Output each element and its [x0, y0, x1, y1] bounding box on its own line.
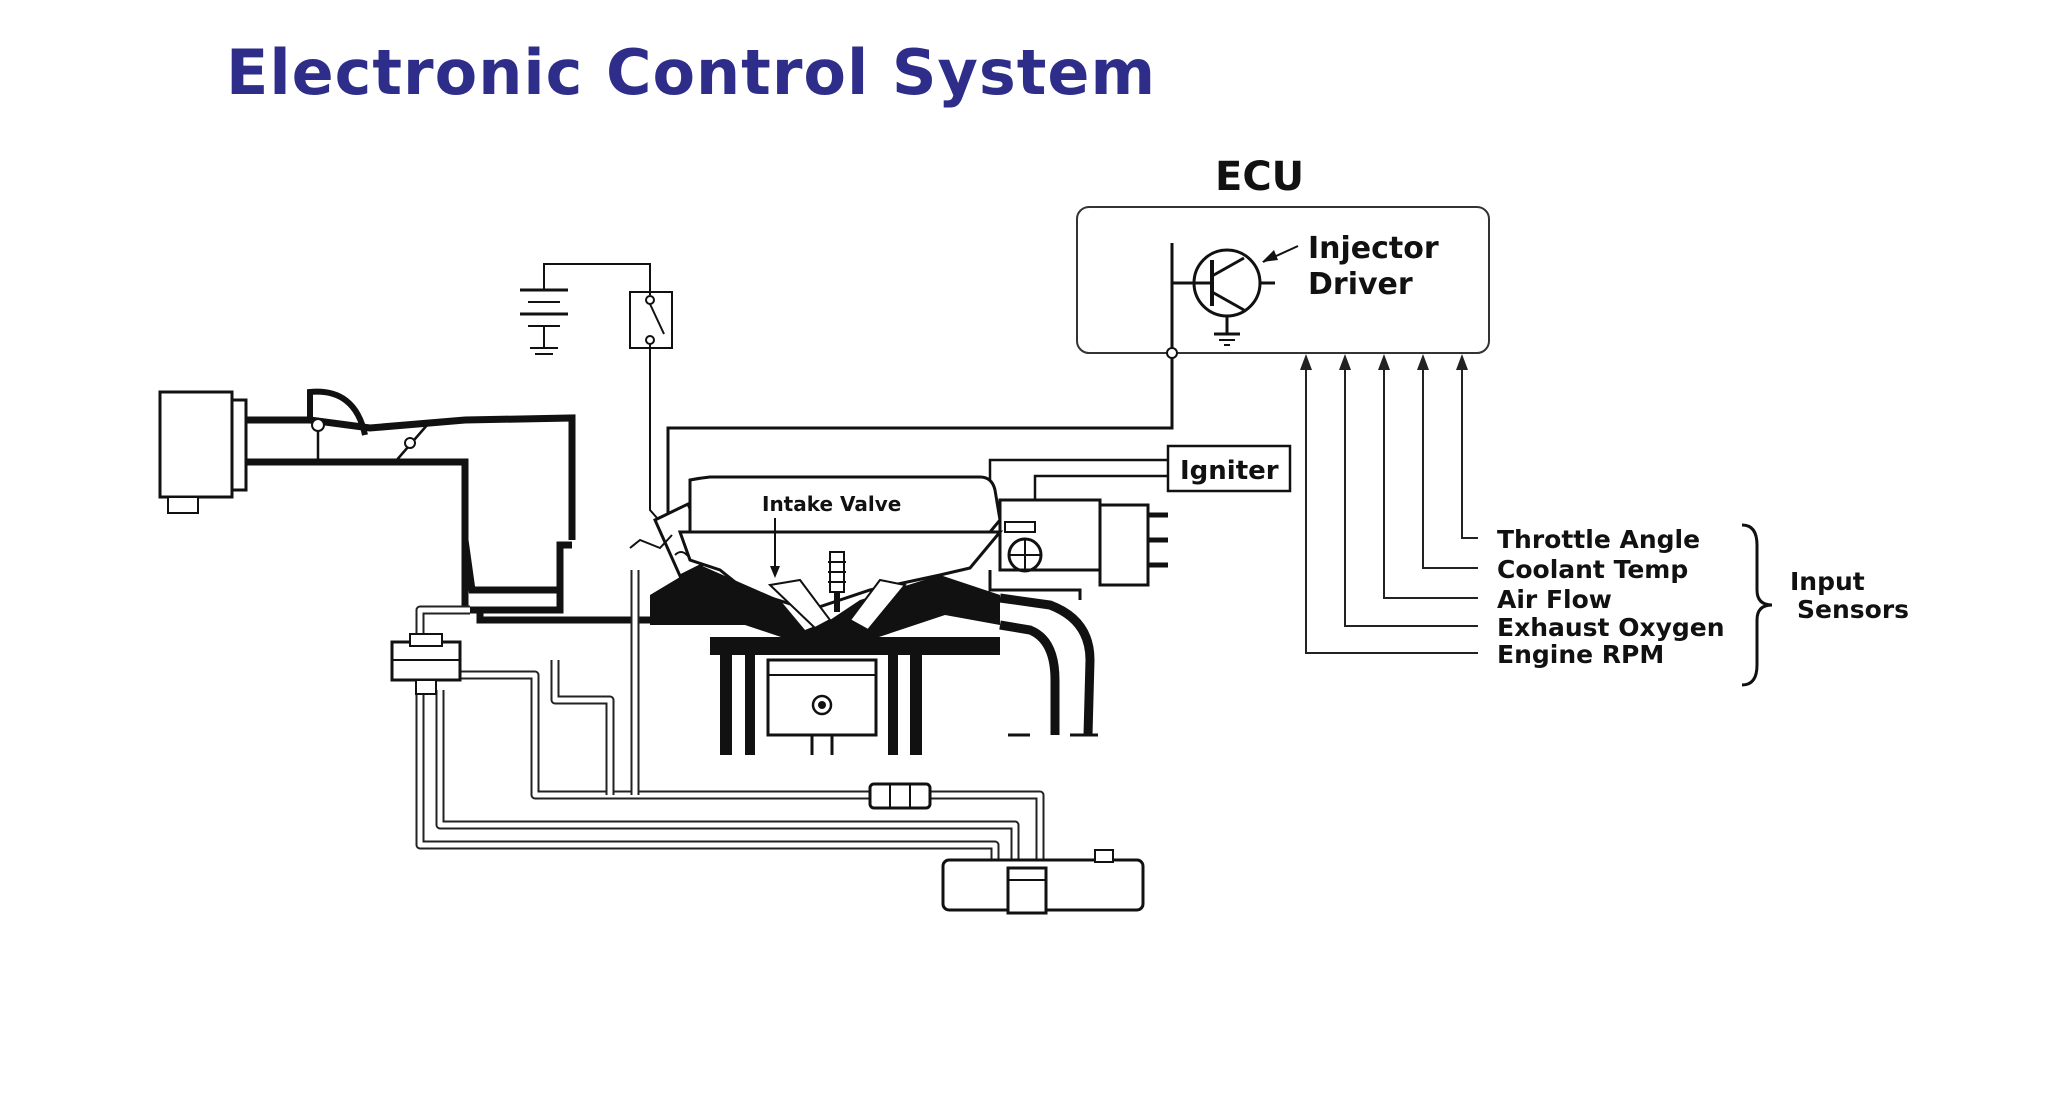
- exhaust-pipe: [999, 593, 1098, 737]
- sensor-label-engine-rpm: Engine RPM: [1497, 640, 1664, 669]
- sensor-wires: [1305, 360, 1478, 654]
- engine-block: [710, 637, 1000, 755]
- sensor-label-air-flow: Air Flow: [1497, 585, 1612, 614]
- sensor-group-brace: [1741, 523, 1773, 687]
- distributor: [988, 498, 1168, 600]
- ecu-heading: ECU: [1215, 154, 1304, 200]
- intake-duct: [246, 388, 700, 624]
- sensor-label-exhaust-oxygen: Exhaust Oxygen: [1497, 613, 1725, 642]
- slide-title: Electronic Control System: [226, 36, 1157, 109]
- input-sensors-label-2: Sensors: [1797, 595, 1909, 624]
- sensor-arrow-heads: [1300, 354, 1468, 370]
- fuel-lines: [415, 570, 1045, 880]
- spark-plug-icon: [828, 551, 846, 612]
- intake-valve-label: Intake Valve: [762, 492, 901, 516]
- igniter-box: [1166, 444, 1292, 493]
- pressure-regulator: [390, 633, 462, 695]
- sensor-label-throttle-angle: Throttle Angle: [1497, 525, 1700, 554]
- injector-driver-label-1: Injector: [1308, 231, 1439, 266]
- fuel-tank: [941, 849, 1145, 915]
- igniter-label: Igniter: [1180, 456, 1279, 486]
- ignition-switch-icon: [629, 291, 673, 536]
- ecu-box: [1076, 206, 1490, 354]
- combustion-chamber: [650, 565, 1000, 655]
- input-sensors-label-1: Input: [1790, 567, 1865, 596]
- fuel-filter: [868, 782, 932, 810]
- air-cleaner: [158, 390, 248, 514]
- injector-driver-label-2: Driver: [1308, 267, 1413, 302]
- sensor-label-coolant-temp: Coolant Temp: [1497, 555, 1688, 584]
- battery-icon: [520, 263, 651, 355]
